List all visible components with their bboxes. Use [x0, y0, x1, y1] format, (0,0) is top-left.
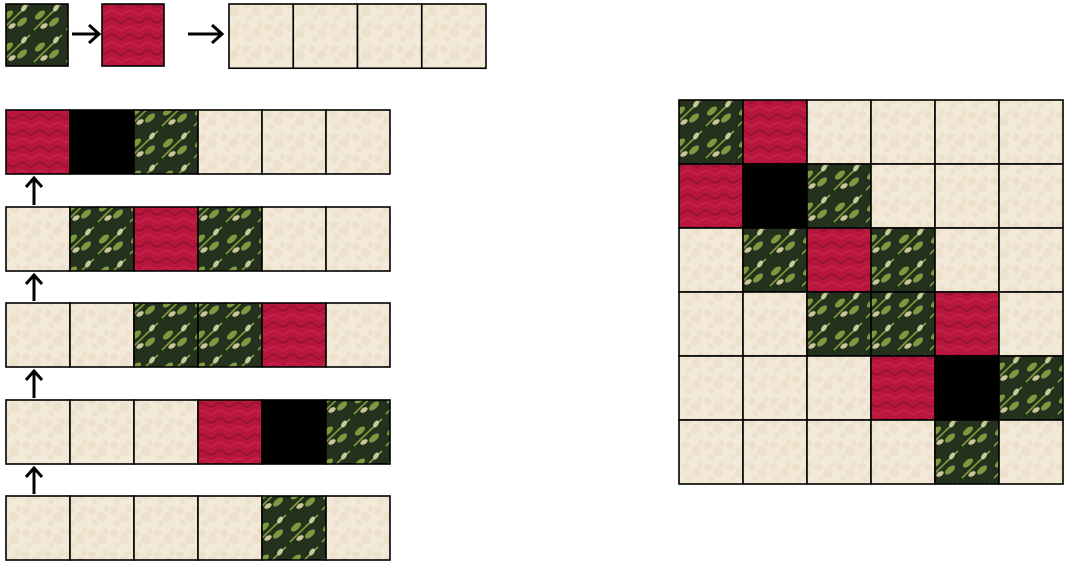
cream-background-fabric-block-square — [935, 164, 999, 228]
red-batik-fabric-swatch — [102, 4, 164, 66]
arrow-right-icon — [72, 25, 99, 43]
cream-background-fabric-block-square — [807, 420, 871, 484]
cream-background-fabric-strip-square — [358, 4, 422, 68]
cream-background-fabric-square — [70, 400, 134, 464]
cream-background-fabric-block-square — [807, 100, 871, 164]
cream-background-fabric-square — [326, 496, 390, 560]
red-batik-fabric-block-square — [679, 164, 743, 228]
red-batik-fabric-square — [6, 110, 70, 174]
red-batik-fabric-block-square — [743, 100, 807, 164]
green-leaf-print-fabric-block-square — [807, 164, 871, 228]
cream-background-fabric-square — [70, 303, 134, 367]
cream-background-fabric-square — [198, 110, 262, 174]
cream-background-fabric-strip-square — [229, 4, 293, 68]
cream-background-fabric-square — [6, 400, 70, 464]
green-leaf-print-fabric-square — [70, 207, 134, 271]
green-leaf-print-fabric-block-square — [807, 292, 871, 356]
cream-background-fabric-square — [134, 400, 198, 464]
green-leaf-print-fabric-block-square — [871, 228, 935, 292]
cream-background-fabric-square — [326, 303, 390, 367]
green-leaf-print-fabric-block-square — [743, 228, 807, 292]
row-assembly-strips — [6, 110, 390, 560]
red-batik-fabric-block-square — [935, 292, 999, 356]
cream-background-fabric-square — [70, 496, 134, 560]
black-fabric-block-square — [935, 356, 999, 420]
cream-background-fabric-strip-square — [293, 4, 357, 68]
cream-background-fabric-block-square — [743, 420, 807, 484]
cream-background-fabric-block-square — [871, 420, 935, 484]
cream-background-fabric-square — [6, 207, 70, 271]
cream-background-fabric-block-square — [743, 292, 807, 356]
assembly-row-2 — [6, 207, 390, 271]
red-batik-fabric-block-square — [871, 356, 935, 420]
cream-background-fabric-square — [198, 496, 262, 560]
finished-quilt-block — [679, 100, 1063, 484]
cream-background-fabric-square — [262, 207, 326, 271]
black-fabric-square — [70, 110, 134, 174]
arrow-up-icon — [26, 468, 42, 494]
green-leaf-print-fabric-square — [198, 303, 262, 367]
cream-background-fabric-block-square — [935, 228, 999, 292]
cream-background-fabric-block-square — [935, 100, 999, 164]
black-fabric-square — [262, 400, 326, 464]
green-leaf-print-fabric-square — [262, 496, 326, 560]
red-batik-fabric-square — [134, 207, 198, 271]
black-fabric-block-square — [743, 164, 807, 228]
cream-background-fabric-block-square — [743, 356, 807, 420]
green-leaf-print-fabric-block-square — [871, 292, 935, 356]
cream-background-fabric-square — [262, 110, 326, 174]
green-leaf-print-fabric-block-square — [679, 100, 743, 164]
green-leaf-print-fabric-square — [134, 110, 198, 174]
green-leaf-print-fabric-swatch — [6, 4, 68, 66]
assembly-row-1 — [6, 110, 390, 174]
cream-background-fabric-block-square — [999, 164, 1063, 228]
cream-background-fabric-block-square — [679, 420, 743, 484]
assembly-row-4 — [6, 400, 390, 464]
cream-background-fabric-block-square — [679, 292, 743, 356]
arrow-right-icon — [188, 25, 222, 43]
red-batik-fabric-square — [262, 303, 326, 367]
cream-background-fabric-block-square — [807, 356, 871, 420]
cream-background-fabric-square — [6, 303, 70, 367]
cream-background-fabric-square — [326, 110, 390, 174]
assembly-row-3 — [6, 303, 390, 367]
cream-background-fabric-block-square — [999, 228, 1063, 292]
arrow-up-icon — [26, 178, 42, 205]
cream-background-fabric-block-square — [871, 100, 935, 164]
arrow-up-icon — [26, 371, 42, 398]
cream-background-fabric-square — [326, 207, 390, 271]
cream-background-fabric-strip-square — [422, 4, 486, 68]
cream-background-fabric-square — [134, 496, 198, 560]
cream-background-fabric-square — [6, 496, 70, 560]
green-leaf-print-fabric-square — [326, 400, 390, 464]
fabric-sequence-legend — [6, 4, 486, 68]
arrow-up-icon — [26, 275, 42, 301]
green-leaf-print-fabric-block-square — [999, 356, 1063, 420]
green-leaf-print-fabric-square — [134, 303, 198, 367]
cream-background-fabric-block-square — [679, 356, 743, 420]
red-batik-fabric-block-square — [807, 228, 871, 292]
cream-background-fabric-block-square — [679, 228, 743, 292]
red-batik-fabric-square — [198, 400, 262, 464]
green-leaf-print-fabric-square — [198, 207, 262, 271]
cream-background-fabric-block-square — [871, 164, 935, 228]
green-leaf-print-fabric-block-square — [935, 420, 999, 484]
cream-background-fabric-block-square — [999, 420, 1063, 484]
cream-background-fabric-block-square — [999, 100, 1063, 164]
cream-background-fabric-block-square — [999, 292, 1063, 356]
assembly-row-5 — [6, 496, 390, 560]
